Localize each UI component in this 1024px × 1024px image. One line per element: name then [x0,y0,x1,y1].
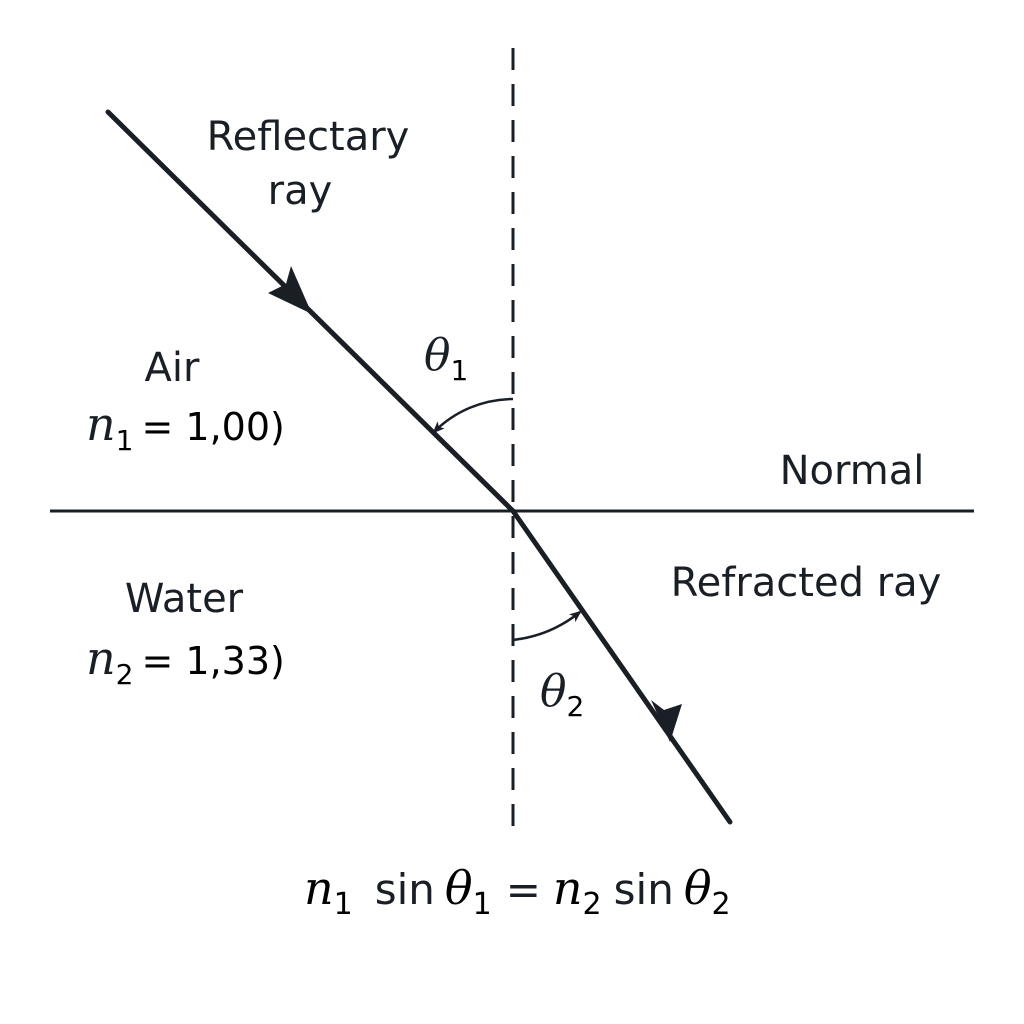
incident-ray-arrowhead [268,266,312,314]
incident-ray-label-line1: Reflectary [207,114,410,160]
refracted-ray-arrowhead [651,700,682,742]
upper-medium-index: n1= 1,00) [86,397,285,457]
incident-ray-label-line2: ray [268,168,333,214]
theta1-label: θ1 [424,330,468,387]
theta2-arc [512,610,582,642]
refracted-ray-label: Refracted ray [671,560,942,606]
theta2-label: θ2 [540,666,584,723]
refracted-ray-line [510,508,733,825]
upper-medium-name: Air [145,345,200,391]
theta1-arc [432,397,514,434]
normal-label: Normal [780,448,925,494]
lower-medium-index: n2= 1,33) [86,631,285,691]
lower-medium-name: Water [125,576,244,622]
